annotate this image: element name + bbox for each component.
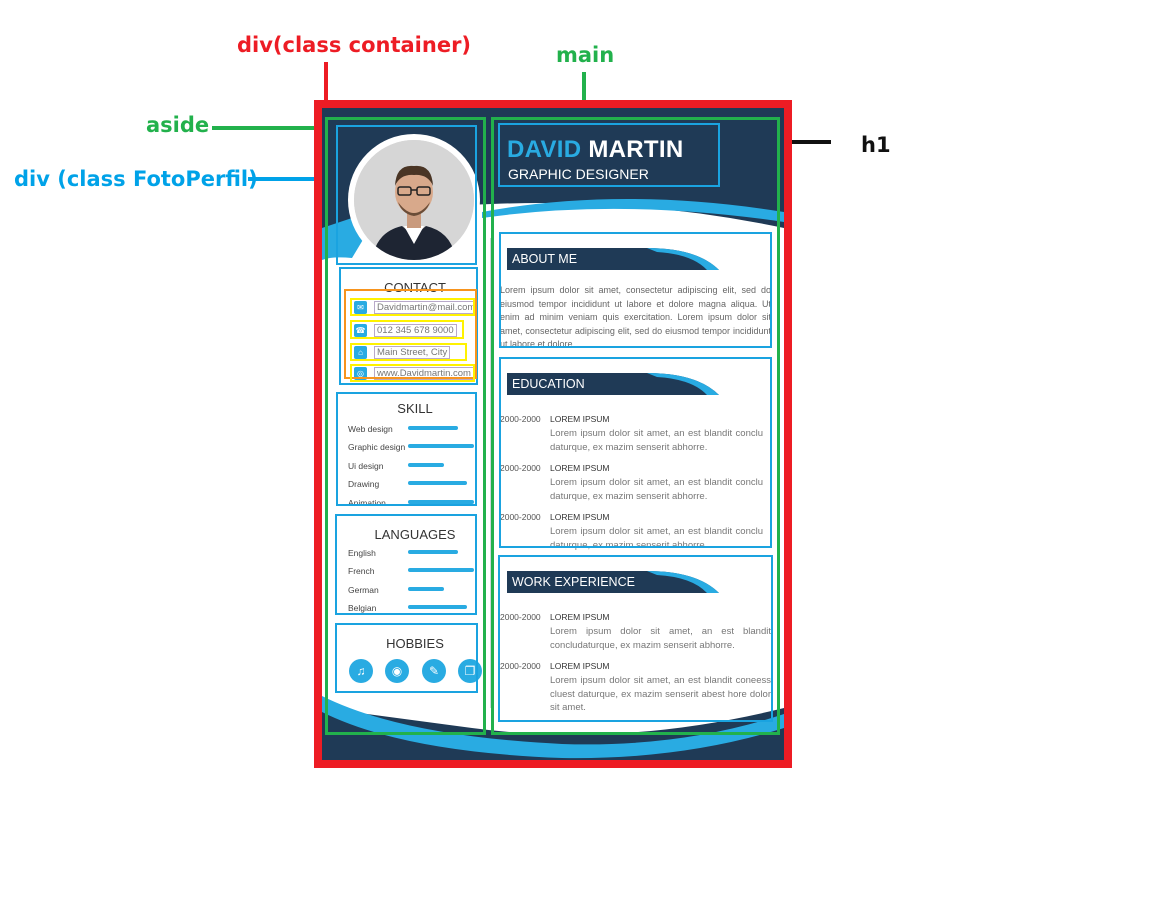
education-heading: LOREM IPSUM — [550, 463, 610, 473]
foto-perfil-pointer — [248, 177, 338, 181]
foto-perfil-outline — [336, 125, 477, 265]
skill-label: Drawing — [348, 479, 380, 489]
hobbies-title: HOBBIES — [386, 636, 444, 651]
skill-label: Ui design — [348, 461, 384, 471]
work-year: 2000-2000 — [500, 661, 541, 671]
languages-outline — [335, 514, 477, 615]
aside-label: aside — [146, 113, 210, 137]
skill-label: Web design — [348, 424, 393, 434]
about-title: ABOUT ME — [512, 252, 578, 266]
contact-item-outline — [350, 343, 467, 361]
music-icon: ♫ — [349, 659, 373, 683]
hobbies-outline — [335, 623, 478, 693]
work-heading: LOREM IPSUM — [550, 612, 610, 622]
work-band — [507, 571, 719, 593]
h1-label: h1 — [861, 133, 891, 157]
work-text: Lorem ipsum dolor sit amet, an est bland… — [550, 626, 771, 651]
languages-title: LANGUAGES — [374, 527, 456, 542]
resume-name: DAVID MARTIN — [507, 136, 683, 164]
skill-bar — [408, 463, 444, 467]
main-pointer — [582, 72, 586, 118]
language-bar — [408, 568, 474, 572]
language-label: French — [348, 566, 375, 576]
skill-bar — [408, 481, 467, 485]
aside-pointer — [212, 126, 330, 130]
web-icon: ◎ — [354, 367, 367, 380]
contact-phone[interactable]: 012 345 678 9000 — [374, 324, 457, 337]
h1-outline — [498, 123, 720, 187]
person-illustration — [354, 140, 474, 260]
contact-item-outline — [350, 364, 475, 382]
foto-perfil-label: div (class FotoPerfil) — [14, 167, 258, 191]
location-icon: ⌂ — [354, 346, 367, 359]
skill-bar — [408, 426, 458, 430]
work-heading: LOREM IPSUM — [550, 661, 610, 671]
language-bar — [408, 605, 467, 609]
education-year: 2000-2000 — [500, 414, 541, 424]
language-label: German — [348, 585, 379, 595]
work-text: Lorem ipsum dolor sit amet, an est bland… — [550, 675, 771, 713]
container-pointer — [324, 62, 328, 102]
language-bar — [408, 550, 458, 554]
language-label: English — [348, 548, 376, 558]
work-outline — [498, 555, 773, 722]
pencil-icon: ✎ — [422, 659, 446, 683]
first-name: DAVID — [507, 136, 582, 163]
education-year: 2000-2000 — [500, 512, 541, 522]
contact-outline — [339, 267, 478, 385]
education-title: EDUCATION — [512, 377, 585, 391]
skill-label: Graphic design — [348, 442, 406, 452]
mail-icon: ✉ — [354, 301, 367, 314]
last-name: MARTIN — [588, 136, 684, 163]
main-outline — [491, 117, 780, 735]
contact-website[interactable]: www.Davidmartin.com — [374, 367, 474, 380]
education-heading: LOREM IPSUM — [550, 512, 610, 522]
contact-item-outline — [350, 298, 475, 316]
skill-label: Animation — [348, 498, 386, 508]
container-outline: DAVID MARTIN GRAPHIC DESIGNER CONTACT ✉ … — [314, 100, 792, 768]
education-heading: LOREM IPSUM — [550, 414, 610, 424]
education-outline — [499, 357, 772, 548]
education-year: 2000-2000 — [500, 463, 541, 473]
skill-title: SKILL — [397, 401, 433, 416]
about-text: Lorem ipsum dolor sit amet, consectetur … — [500, 285, 771, 349]
phone-icon: ☎ — [354, 324, 367, 337]
aside-outline — [325, 117, 486, 735]
main-label: main — [556, 43, 615, 67]
contact-item-outline — [350, 320, 464, 339]
about-band — [507, 248, 719, 270]
education-text: Lorem ipsum dolor sit amet, an est bland… — [550, 526, 763, 551]
language-label: Belgian — [348, 603, 377, 613]
language-bar — [408, 587, 444, 591]
about-outline — [499, 232, 772, 348]
skill-outline — [336, 392, 477, 506]
education-text: Lorem ipsum dolor sit amet, an est bland… — [550, 428, 763, 453]
avatar — [354, 140, 474, 260]
profile-photo — [348, 134, 480, 266]
contact-address: Main Street, City — [374, 346, 451, 359]
education-text: Lorem ipsum dolor sit amet, an est bland… — [550, 477, 763, 502]
camera-icon: ◉ — [385, 659, 409, 683]
container-label: div(class container) — [237, 33, 472, 57]
contact-title: CONTACT — [384, 280, 446, 295]
work-title: WORK EXPERIENCE — [512, 575, 635, 589]
work-year: 2000-2000 — [500, 612, 541, 622]
contact-list-outline — [344, 289, 477, 379]
skill-bar — [408, 444, 474, 448]
job-title: GRAPHIC DESIGNER — [508, 166, 649, 182]
education-band — [507, 373, 719, 395]
book-icon: ❐ — [458, 659, 482, 683]
skill-bar — [408, 500, 474, 504]
